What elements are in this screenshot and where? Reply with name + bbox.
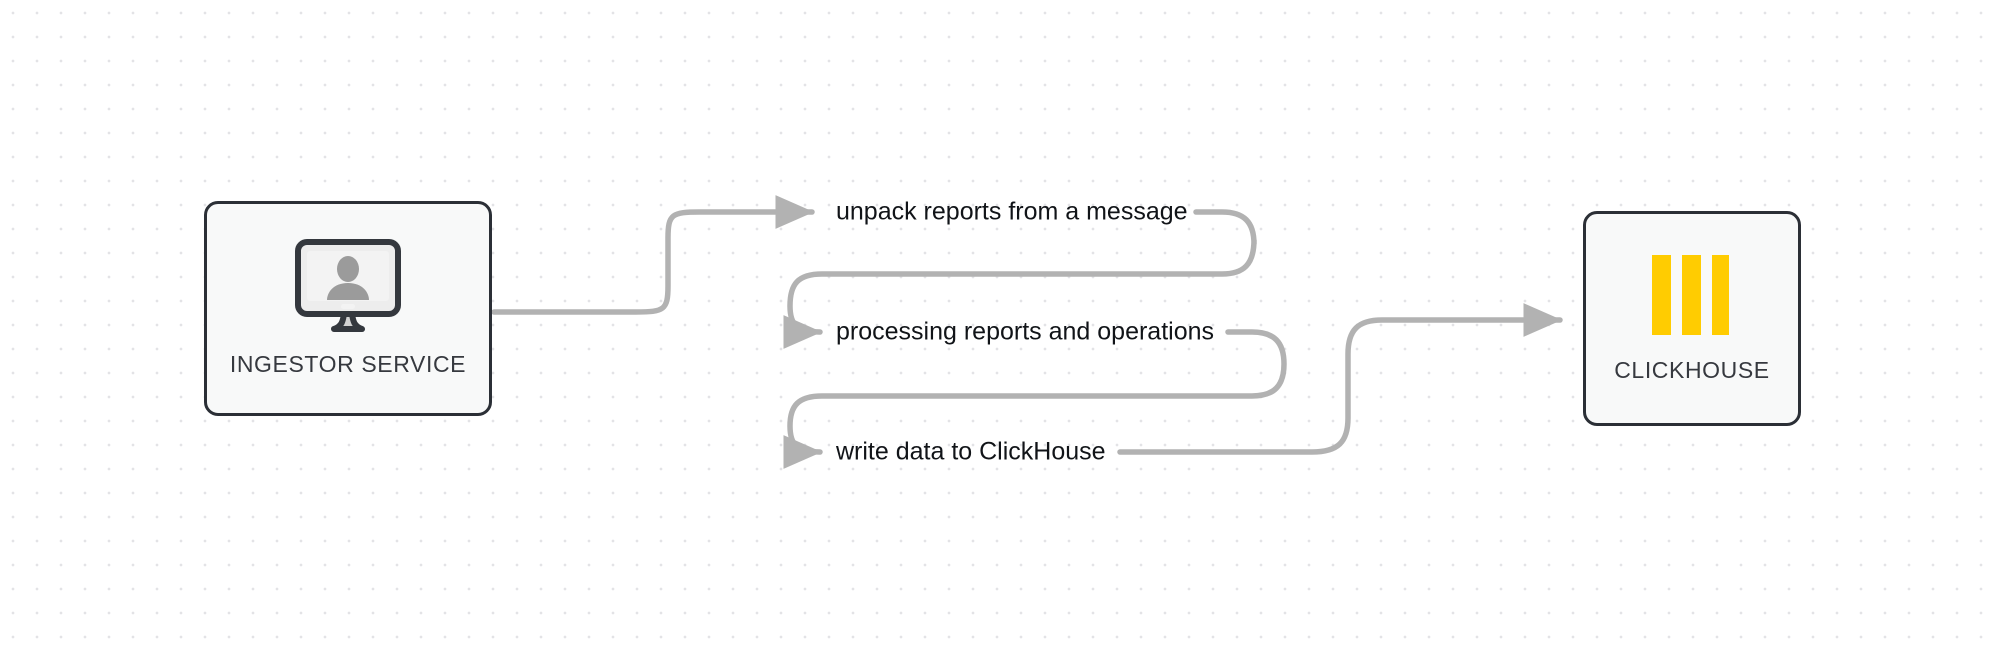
edge-segment-label-2-to-label-3: [783, 329, 1287, 469]
node-ingestor-label: INGESTOR SERVICE: [229, 351, 467, 377]
edge-label-processing-reports: processing reports and operations: [836, 317, 1215, 346]
monitor-user-icon: [294, 239, 402, 333]
node-clickhouse-label: CLICKHOUSE: [1614, 357, 1770, 383]
node-ingestor-service[interactable]: INGESTOR SERVICE: [204, 201, 492, 416]
edge-label-unpack-reports: unpack reports from a message: [836, 197, 1188, 226]
edge-segment-label-1-to-label-2: [783, 209, 1257, 349]
edge-segment-service-to-label-1: [491, 195, 815, 315]
edge-segment-label-3-to-clickhouse: [1117, 303, 1563, 455]
node-clickhouse[interactable]: CLICKHOUSE: [1583, 211, 1801, 426]
clickhouse-bars-icon: [1644, 253, 1740, 337]
edge-label-write-data: write data to ClickHouse: [836, 437, 1106, 466]
